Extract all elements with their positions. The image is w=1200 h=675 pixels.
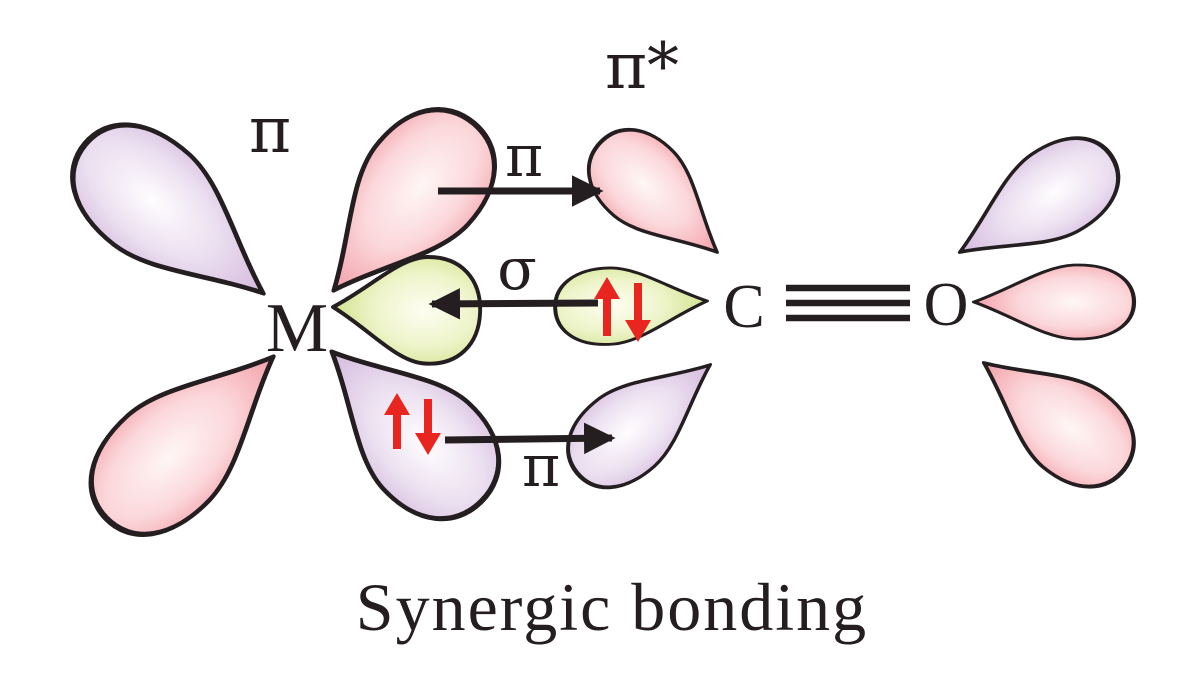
co-triple-bond bbox=[786, 284, 910, 322]
up-arrow-head bbox=[594, 277, 620, 299]
donation-arrows bbox=[428, 175, 616, 455]
pi-back-donation-arrow-bottom bbox=[444, 422, 616, 455]
carbon-orbital-lobes bbox=[549, 108, 749, 507]
carbon-atom-label: C bbox=[723, 273, 764, 341]
down-arrow-head bbox=[625, 320, 651, 342]
carbon-pi-star-lobe-upper bbox=[568, 108, 749, 286]
oxygen-lobe-lower bbox=[955, 325, 1153, 507]
sigma-arrow-label: σ bbox=[497, 235, 537, 303]
oxygen-atom-label: O bbox=[924, 271, 969, 339]
metal-atom-label: M bbox=[266, 290, 328, 367]
oxygen-orbital-lobes bbox=[936, 119, 1153, 507]
pi-bottom-arrow-label: π bbox=[522, 432, 560, 500]
diagram-caption: Synergic bonding bbox=[356, 569, 868, 645]
electron-pair-metal-d bbox=[384, 393, 441, 455]
oxygen-lobe-upper bbox=[936, 119, 1136, 290]
up-arrow-head bbox=[384, 393, 410, 415]
pi-star-label: π* bbox=[605, 30, 679, 104]
electron-pair-carbon-sigma bbox=[594, 277, 651, 342]
carbon-pi-star-lobe-lower bbox=[549, 331, 737, 507]
down-arrow-head bbox=[415, 433, 441, 455]
pi-top-arrow-label: π bbox=[505, 122, 543, 190]
sigma-donation-arrow bbox=[428, 288, 599, 320]
oxygen-lobe-middle bbox=[974, 265, 1134, 339]
pi-metal-orbital-label: π bbox=[249, 94, 291, 168]
